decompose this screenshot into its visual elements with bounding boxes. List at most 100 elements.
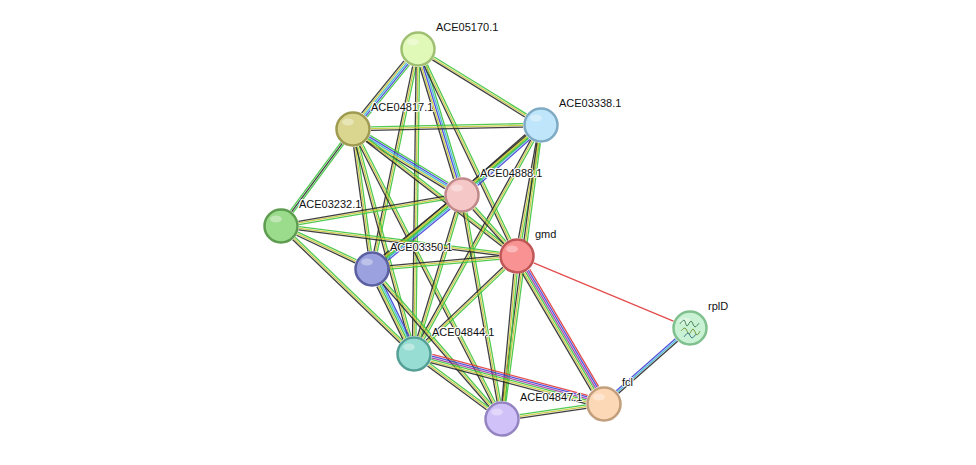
evidence-strand xyxy=(434,57,526,114)
node-circle-shape xyxy=(446,179,479,212)
protein-node: ACE03232.1 xyxy=(263,208,299,244)
node-circle-shape xyxy=(337,113,370,146)
node-circle xyxy=(672,310,708,346)
circle-highlight xyxy=(530,115,542,122)
circle-highlight xyxy=(407,39,419,46)
node-circle xyxy=(484,401,520,437)
evidence-strand xyxy=(520,408,586,418)
protein-node: ACE04844.1 xyxy=(396,336,432,372)
circle-highlight xyxy=(491,409,503,416)
protein-label: ACE04847.1 xyxy=(520,391,582,404)
protein-node: fcl xyxy=(586,386,622,422)
evidence-strand xyxy=(530,269,599,386)
interaction-edge xyxy=(522,269,598,390)
evidence-strand xyxy=(371,127,523,130)
node-circle xyxy=(499,238,535,274)
node-circle-shape xyxy=(501,240,534,273)
evidence-strand xyxy=(299,198,445,223)
evidence-strand xyxy=(370,135,448,182)
interaction-edge xyxy=(299,227,500,256)
evidence-strand xyxy=(522,274,591,391)
protein-node: ACE05170.1 xyxy=(400,31,436,67)
evidence-strand xyxy=(524,273,593,390)
protein-node: ACE03350.1 xyxy=(354,251,390,287)
node-circle-shape xyxy=(486,403,519,436)
evidence-strand xyxy=(427,366,486,410)
interaction-edge xyxy=(383,281,492,406)
evidence-strand xyxy=(298,196,444,221)
evidence-strand xyxy=(534,263,674,321)
node-circle xyxy=(263,208,299,244)
protein-label: ACE04888.1 xyxy=(480,167,542,180)
protein-node: ACE04888.1 xyxy=(444,177,480,213)
evidence-strand xyxy=(520,407,586,417)
evidence-strand xyxy=(426,267,503,340)
evidence-strand xyxy=(390,256,499,266)
protein-label: gmd xyxy=(535,228,556,241)
evidence-strand xyxy=(528,270,597,387)
protein-label: ACE05170.1 xyxy=(436,21,498,34)
node-circle xyxy=(396,336,432,372)
protein-label: fcl xyxy=(622,376,633,389)
interaction-edge xyxy=(377,284,409,340)
protein-node: ACE03338.1 xyxy=(523,107,559,143)
node-circle xyxy=(586,386,622,422)
evidence-strand xyxy=(299,228,499,253)
evidence-strand xyxy=(428,270,505,343)
evidence-strand xyxy=(473,210,504,244)
node-circle xyxy=(354,251,390,287)
interaction-edge xyxy=(616,339,677,394)
evidence-strand xyxy=(369,137,447,184)
protein-node: gmd xyxy=(499,238,535,274)
interaction-edge xyxy=(430,354,587,403)
node-circle-shape xyxy=(674,312,707,345)
interaction-edge xyxy=(534,263,674,321)
evidence-strand xyxy=(293,240,400,343)
interaction-edge xyxy=(390,256,499,269)
node-circle-shape xyxy=(525,109,558,142)
evidence-strand xyxy=(430,363,585,404)
evidence-strand xyxy=(383,284,489,407)
evidence-strand xyxy=(432,354,587,395)
node-circle-shape xyxy=(402,33,435,66)
circle-highlight xyxy=(403,344,415,351)
evidence-strand xyxy=(299,230,499,255)
interaction-edge xyxy=(420,65,460,178)
node-circle-shape xyxy=(398,338,431,371)
protein-node: ACE04847.1 xyxy=(484,401,520,437)
circle-highlight xyxy=(342,119,354,126)
protein-label: rplD xyxy=(708,300,728,313)
protein-label: ACE03350.1 xyxy=(390,241,452,254)
evidence-strand xyxy=(385,281,491,404)
evidence-strand xyxy=(377,287,403,340)
node-circle-shape xyxy=(265,210,298,243)
interaction-edge xyxy=(298,196,444,224)
node-circle xyxy=(523,107,559,143)
evidence-strand xyxy=(474,208,505,242)
evidence-strand xyxy=(422,67,456,179)
circle-highlight xyxy=(451,185,463,192)
circle-highlight xyxy=(593,394,605,401)
node-circle-shape xyxy=(356,253,389,286)
protein-label: ACE04844.1 xyxy=(432,326,494,339)
protein-node: ACE04817.1 xyxy=(335,111,371,147)
node-circle-shape xyxy=(588,388,621,421)
node-circle xyxy=(335,111,371,147)
evidence-strand xyxy=(432,356,587,397)
evidence-strand xyxy=(617,340,676,392)
protein-label: ACE04817.1 xyxy=(371,101,433,114)
evidence-strand xyxy=(525,272,594,389)
evidence-strand xyxy=(390,258,499,268)
evidence-strand xyxy=(475,207,506,241)
protein-label: ACE03232.1 xyxy=(299,198,361,211)
evidence-strand xyxy=(384,283,490,406)
node-circle xyxy=(444,177,480,213)
circle-highlight xyxy=(361,259,373,266)
protein-structure xyxy=(681,328,700,335)
circle-highlight xyxy=(270,216,282,223)
protein-structure xyxy=(680,320,699,327)
node-circle xyxy=(400,31,436,67)
protein-label: ACE03338.1 xyxy=(559,97,621,110)
interaction-edge xyxy=(520,405,587,418)
